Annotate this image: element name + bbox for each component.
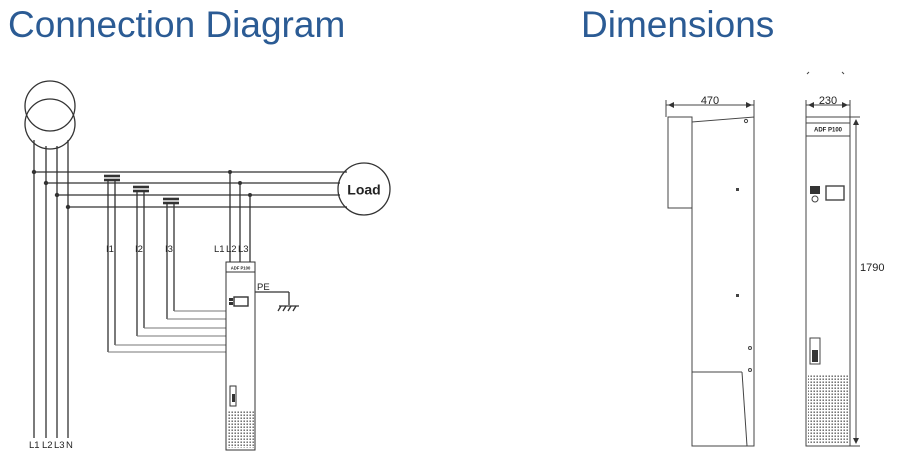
side-view [665, 100, 755, 447]
dimensions-heading: Dimensions [581, 4, 775, 45]
load-symbol [337, 162, 391, 216]
side-width-label: 470 [701, 95, 719, 107]
connection-diagram-heading: Connection Diagram [8, 4, 346, 45]
current-transformer-1 [104, 174, 120, 352]
pe-ground [255, 291, 299, 312]
junction-dots [31, 169, 252, 210]
supply-wires [33, 140, 69, 438]
device-phase-label-l2: L2 [226, 244, 237, 255]
ct-secondary-wiring [108, 310, 228, 353]
device-phase-label-l1: L1 [214, 244, 225, 255]
device-cabinet [225, 261, 256, 451]
device-phase-label-l3: L3 [238, 244, 249, 255]
bottom-label-l1: L1 [29, 440, 40, 451]
device-model-label: ADF P100 [231, 266, 251, 271]
current-transformer-2 [133, 185, 149, 336]
transformer-symbol [24, 80, 76, 150]
load-label: Load [347, 182, 380, 198]
connection-diagram [24, 80, 391, 451]
voltage-taps [229, 172, 251, 262]
ct-label-3: I3 [165, 244, 173, 255]
ct-label-1: I1 [106, 244, 114, 255]
bus-lines [34, 171, 347, 208]
pe-label: PE [257, 282, 270, 293]
bottom-label-l3: L3 [54, 440, 65, 451]
bottom-label-l2: L2 [42, 440, 53, 451]
current-transformer-3 [163, 197, 179, 319]
ct-label-2: I2 [135, 244, 143, 255]
front-width-label: 230 [819, 95, 837, 107]
front-view [805, 71, 860, 447]
height-label: 1790 [860, 262, 884, 274]
dimensions-drawing [665, 71, 860, 447]
bottom-label-n: N [66, 440, 73, 451]
front-model-label: ADF P100 [814, 128, 843, 134]
